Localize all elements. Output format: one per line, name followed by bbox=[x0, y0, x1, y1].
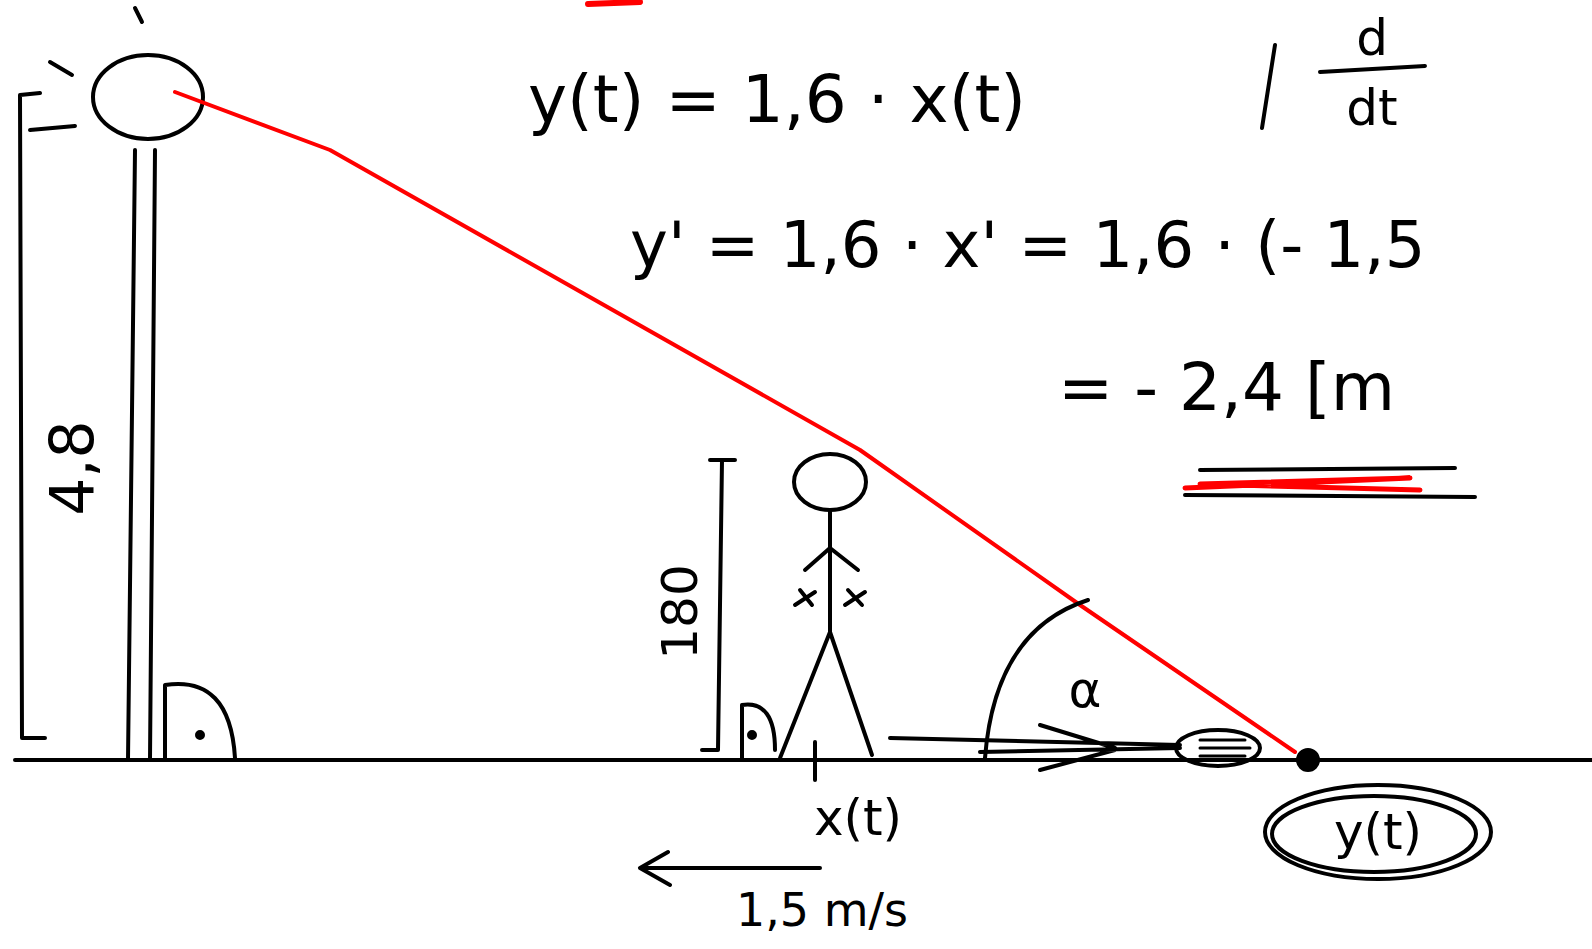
shadow-tip-dot bbox=[1298, 750, 1318, 770]
sketch-label: dt bbox=[1346, 81, 1397, 136]
shadow-head bbox=[1176, 730, 1260, 766]
sketch-label: 4,8 bbox=[39, 420, 105, 515]
right-angle-mark bbox=[742, 705, 775, 758]
sketch-label: d bbox=[1356, 11, 1388, 66]
ground-line bbox=[15, 758, 1592, 762]
sketch-label: 180 bbox=[653, 564, 708, 659]
result-underline bbox=[1185, 468, 1475, 497]
height-bracket bbox=[20, 93, 45, 738]
sketch-label: y' = 1,6 · x' = 1,6 · (- 1,5 bbox=[630, 210, 1425, 280]
shadow-hatching bbox=[1200, 740, 1250, 756]
lamp-post bbox=[128, 150, 155, 760]
sketch-label: α bbox=[1069, 663, 1102, 718]
right-angle-dot bbox=[197, 732, 203, 738]
right-angle-mark bbox=[165, 684, 235, 758]
person-head bbox=[794, 454, 866, 510]
red-scribble bbox=[588, 2, 640, 4]
derivative-bar bbox=[1262, 45, 1425, 128]
lamp-rays bbox=[30, 8, 142, 130]
sketch-label: y(t) = 1,6 · x(t) bbox=[528, 64, 1026, 137]
shadow-figure bbox=[890, 725, 1180, 770]
position-tick bbox=[813, 742, 817, 780]
person-body bbox=[780, 510, 872, 758]
result-underline-red bbox=[1185, 478, 1420, 490]
circled-variable: y(t) bbox=[1262, 782, 1494, 882]
sketch-label: 1,5 m/s bbox=[736, 885, 908, 936]
right-angle-dot bbox=[749, 732, 755, 738]
sketch-label: = - 2,4 [m bbox=[1058, 352, 1395, 425]
sketch-label: x(t) bbox=[814, 791, 902, 846]
node-text: y(t) bbox=[1334, 803, 1422, 861]
walking-arrow bbox=[640, 852, 820, 885]
